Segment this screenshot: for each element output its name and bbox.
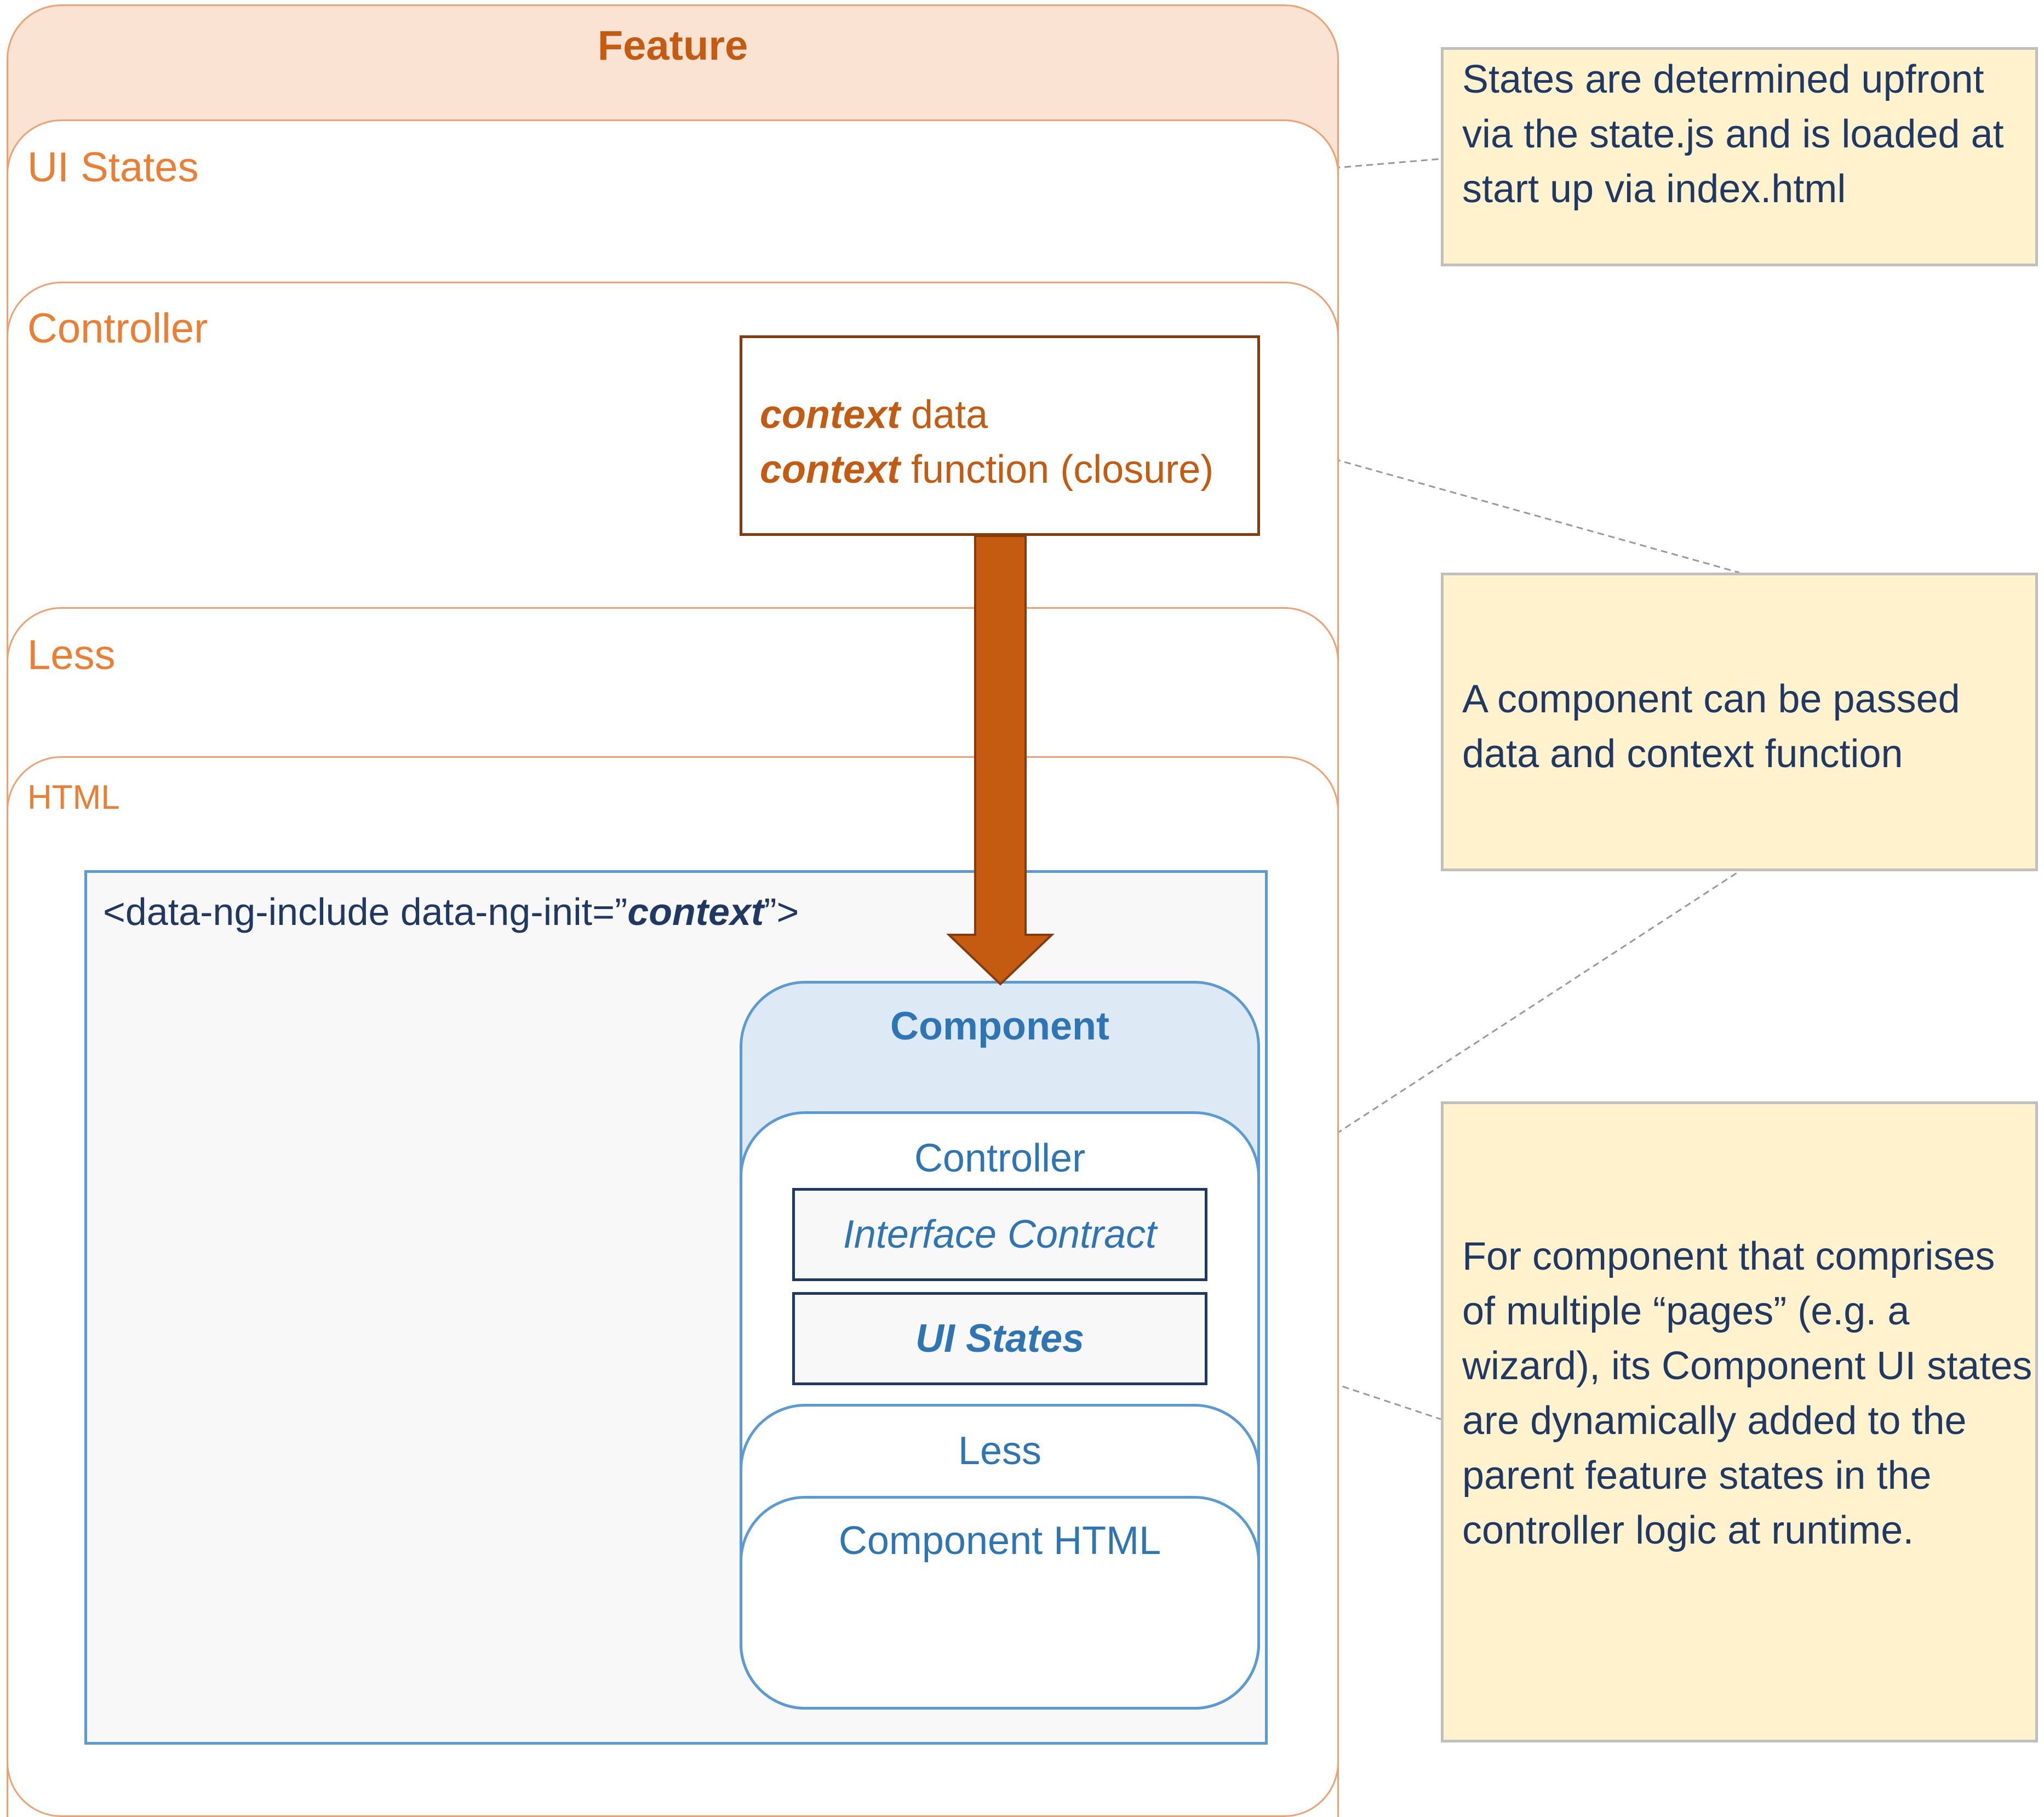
- component-less-label: Less: [958, 1429, 1042, 1473]
- ng-include-prefix: <data-ng-include data-ng-init=”: [103, 890, 628, 933]
- ng-include-keyword: context: [627, 890, 764, 933]
- feature-html-label: HTML: [27, 779, 120, 816]
- component-ui-states-box: UI States: [792, 1292, 1207, 1385]
- ng-include-label: <data-ng-include data-ng-init=”context”>: [103, 890, 799, 934]
- context-keyword: context: [760, 448, 901, 492]
- component-html-layer: Component HTML: [740, 1496, 1260, 1710]
- context-function-text: function (closure): [900, 448, 1214, 492]
- note-context-passing-text: A component can be passed data and conte…: [1462, 677, 1960, 776]
- note-component-states: For component that comprises of multiple…: [1441, 1101, 2038, 1742]
- context-box: context data context function (closure): [740, 335, 1260, 536]
- note-ui-states-text: States are determined upfront via the st…: [1462, 58, 2004, 211]
- note-ui-states: States are determined upfront via the st…: [1441, 47, 2038, 266]
- connector-context-note: [1259, 437, 1740, 574]
- connector-interface-note: [1207, 870, 1740, 1219]
- context-function-line: context function (closure): [760, 442, 1257, 497]
- note-context-passing: A component can be passed data and conte…: [1441, 573, 2038, 871]
- context-data-line: context data: [760, 387, 1257, 442]
- component-controller-label: Controller: [914, 1136, 1086, 1180]
- interface-contract-label: Interface Contract: [843, 1213, 1157, 1256]
- component-title: Component: [890, 1004, 1109, 1048]
- context-keyword: context: [760, 393, 901, 437]
- feature-ui-states-label: UI States: [27, 144, 199, 191]
- feature-less-label: Less: [27, 632, 116, 678]
- component-html-label: Component HTML: [838, 1519, 1161, 1563]
- note-component-states-text: For component that comprises of multiple…: [1462, 1235, 2032, 1552]
- context-data-text: data: [900, 393, 988, 437]
- arrow-shape: [946, 535, 1055, 986]
- feature-title: Feature: [597, 22, 748, 69]
- component-ui-states-label: UI States: [915, 1317, 1085, 1361]
- interface-contract-box: Interface Contract: [792, 1188, 1207, 1281]
- feature-controller-label: Controller: [27, 305, 208, 352]
- ng-include-suffix: ”>: [764, 890, 799, 933]
